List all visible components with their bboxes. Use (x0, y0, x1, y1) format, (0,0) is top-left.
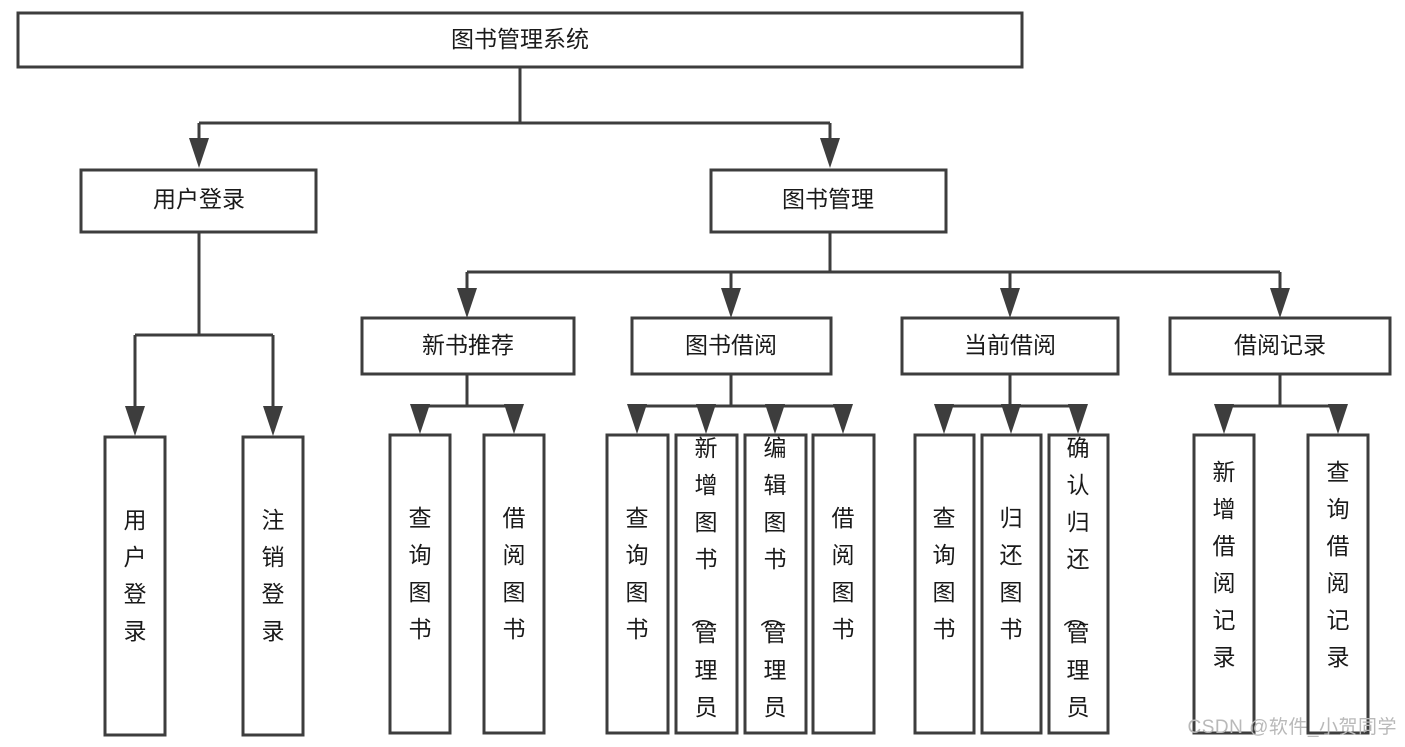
leaf-borrow-record-2-label: 查询借阅记录 (1327, 459, 1350, 670)
leaf-current-borrow-2-label: 归还图书 (1000, 505, 1023, 642)
node-book-borrow[interactable]: 图书借阅 (630, 316, 833, 376)
leaf-new-book-2-label: 借阅图书 (503, 505, 526, 642)
arrow-head-current-borrow (1000, 288, 1020, 318)
connector-root-to-level2 (189, 67, 840, 168)
arrow-head-leaf-user-login-1 (125, 406, 145, 436)
node-user-login[interactable]: 用户登录 (79, 168, 318, 234)
leaf-node[interactable]: 用户登录 (103, 435, 167, 737)
csdn-watermark: CSDN @软件_小贺同学 (1187, 717, 1397, 738)
connector-user-login-to-leaves (125, 232, 283, 436)
node-book-borrow-box[interactable] (630, 316, 833, 376)
arrow-head-leaf-borrow-record-2 (1328, 404, 1348, 434)
node-root-box[interactable] (16, 11, 1024, 69)
node-current-borrow-label: 当前借阅 (964, 332, 1056, 358)
leaf-node[interactable]: 查询借阅记录 (1306, 433, 1370, 735)
leaf-node[interactable]: 查询图书 (388, 433, 452, 735)
node-book-manage[interactable]: 图书管理 (709, 168, 948, 234)
arrow-head-leaf-current-borrow-3 (1068, 404, 1088, 434)
leaf-book-borrow-4-box[interactable] (811, 433, 876, 735)
arrow-head-leaf-book-borrow-2 (696, 404, 716, 434)
node-book-manage-label: 图书管理 (782, 186, 874, 212)
node-borrow-record-box[interactable] (1168, 316, 1392, 376)
arrow-head-leaf-book-borrow-3 (765, 404, 785, 434)
node-user-login-box[interactable] (79, 168, 318, 234)
leaf-node[interactable]: 新增图书（管理员） (674, 433, 739, 747)
leaf-current-borrow-1-label: 查询图书 (933, 505, 956, 642)
leaf-user-login-1-box[interactable] (103, 435, 167, 737)
arrow-head-book-manage (820, 138, 840, 168)
leaf-new-book-1-box[interactable] (388, 433, 452, 735)
arrow-head-new-book (457, 288, 477, 318)
leaf-user-login-2-box[interactable] (241, 435, 305, 737)
leaf-current-borrow-3-label: 确认归还（管理员） (1062, 435, 1090, 747)
connector-book-borrow-to-leaves (627, 374, 853, 434)
leaf-user-login-1-label: 用户登录 (124, 507, 147, 644)
node-user-login-label: 用户登录 (153, 186, 245, 212)
leaf-node[interactable]: 归还图书 (980, 433, 1043, 735)
node-new-book-recommend[interactable]: 新书推荐 (360, 316, 576, 376)
leaf-node[interactable]: 借阅图书 (811, 433, 876, 735)
leaf-current-borrow-2-box[interactable] (980, 433, 1043, 735)
leaf-book-borrow-3-label: 编辑图书（管理员） (759, 435, 787, 747)
leaf-book-borrow-1-box[interactable] (605, 433, 670, 735)
node-book-manage-box[interactable] (709, 168, 948, 234)
connector-book-manage-to-level3 (457, 232, 1290, 318)
leaf-node[interactable]: 查询图书 (913, 433, 976, 735)
node-new-book-recommend-box[interactable] (360, 316, 576, 376)
connector-new-book-to-leaves (410, 374, 524, 434)
leaf-node[interactable]: 确认归还（管理员） (1047, 433, 1110, 747)
arrow-head-leaf-current-borrow-1 (934, 404, 954, 434)
leaf-borrow-record-1-label: 新增借阅记录 (1213, 459, 1236, 670)
leaf-node[interactable]: 新增借阅记录 (1192, 433, 1256, 735)
arrow-head-leaf-user-login-2 (263, 406, 283, 436)
leaf-book-borrow-2-label: 新增图书（管理员） (690, 435, 718, 747)
leaf-node[interactable]: 编辑图书（管理员） (743, 433, 808, 747)
leaf-current-borrow-1-box[interactable] (913, 433, 976, 735)
node-borrow-record-label: 借阅记录 (1234, 332, 1326, 358)
arrow-head-leaf-book-borrow-1 (627, 404, 647, 434)
leaf-borrow-record-2-box[interactable] (1306, 433, 1370, 735)
connector-current-borrow-to-leaves (934, 374, 1088, 434)
leaf-book-borrow-4-label: 借阅图书 (832, 505, 855, 642)
node-current-borrow[interactable]: 当前借阅 (900, 316, 1120, 376)
leaf-book-borrow-1-label: 查询图书 (626, 505, 649, 642)
leaf-node[interactable]: 借阅图书 (482, 433, 546, 735)
leaf-current-borrow-3-box[interactable] (1047, 433, 1110, 735)
leaf-book-borrow-3-box[interactable] (743, 433, 808, 735)
node-book-borrow-label: 图书借阅 (685, 332, 777, 358)
connector-borrow-record-to-leaves (1214, 374, 1348, 434)
leaf-book-borrow-2-box[interactable] (674, 433, 739, 735)
arrow-head-leaf-borrow-record-1 (1214, 404, 1234, 434)
leaf-user-login-2-label: 注销登录 (262, 507, 285, 644)
node-borrow-record[interactable]: 借阅记录 (1168, 316, 1392, 376)
arrow-head-user-login (189, 138, 209, 168)
node-root-label: 图书管理系统 (451, 26, 589, 52)
node-new-book-recommend-label: 新书推荐 (422, 332, 514, 358)
leaf-node[interactable]: 注销登录 (241, 435, 305, 737)
node-root[interactable]: 图书管理系统 (16, 11, 1024, 69)
leaf-node[interactable]: 查询图书 (605, 433, 670, 735)
leaf-borrow-record-1-box[interactable] (1192, 433, 1256, 735)
arrow-head-borrow-record (1270, 288, 1290, 318)
node-current-borrow-box[interactable] (900, 316, 1120, 376)
leaf-new-book-2-box[interactable] (482, 433, 546, 735)
arrow-head-leaf-new-book-2 (504, 404, 524, 434)
arrow-head-leaf-new-book-1 (410, 404, 430, 434)
arrow-head-book-borrow (721, 288, 741, 318)
leaf-new-book-1-label: 查询图书 (409, 505, 432, 642)
arrow-head-leaf-book-borrow-4 (833, 404, 853, 434)
arrow-head-leaf-current-borrow-2 (1001, 404, 1021, 434)
